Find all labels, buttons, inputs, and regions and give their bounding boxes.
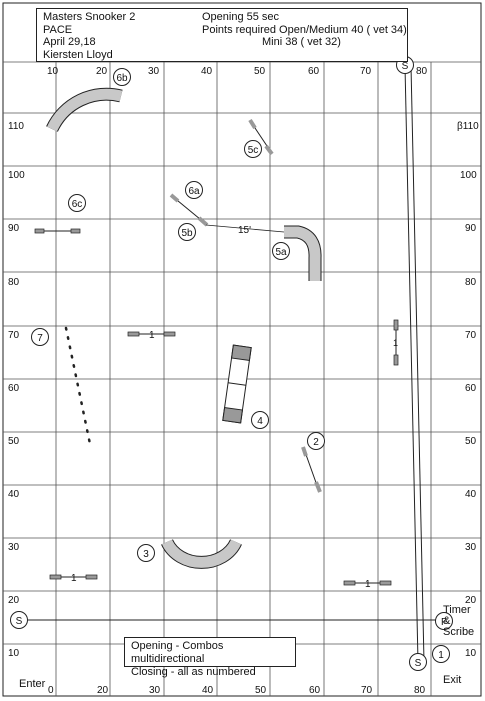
obstacle-numbers: 6b 5c 6a 6c 5b 5a 7 4 2 3 1 S S S F [10, 56, 453, 671]
jump-1-right-vertical: 1 [393, 319, 399, 366]
y-label-left: 70 [8, 330, 20, 341]
table-obstacle-4 [222, 344, 252, 424]
jump-mark: 1 [393, 338, 398, 348]
obstacle-label: 3 [143, 549, 149, 560]
jump-1-bottom-right: 1 [343, 579, 392, 590]
finish-circle [435, 612, 453, 630]
x-label-top: 70 [360, 66, 372, 77]
x-label-bottom: 0 [48, 685, 54, 696]
jump-2 [301, 446, 322, 493]
notes-closing: Closing - all as numbered [131, 666, 256, 678]
obstacle-label: 4 [257, 416, 263, 427]
distance-line [205, 224, 285, 233]
jump-1-bottom-left: 1 [49, 573, 98, 584]
y-label-right: β110 [457, 121, 479, 132]
tunnel-5a-fill [284, 226, 321, 281]
obstacle-label: 5b [181, 228, 193, 239]
y-label-right: 90 [465, 223, 477, 234]
course-title: Masters Snooker 2 [43, 11, 136, 23]
tunnel-6b-fill [47, 88, 123, 132]
x-label-top: 50 [254, 66, 266, 77]
y-label-left: 40 [8, 489, 20, 500]
course-level: PACE [43, 23, 73, 36]
x-label-top: 60 [308, 66, 320, 77]
x-label-bottom: 50 [255, 685, 267, 696]
x-label-top: 40 [201, 66, 213, 77]
x-label-top: 10 [47, 66, 59, 77]
y-label-left: 90 [8, 223, 20, 234]
obstacle-label: 5a [275, 247, 287, 258]
y-label-right: 30 [465, 542, 477, 553]
jump-1-70: 1 [127, 330, 176, 341]
y-label-right: 20 [465, 595, 477, 606]
y-label-left: 110 [8, 121, 24, 132]
y-label-right: 60 [465, 383, 477, 394]
y-label-right: 10 [465, 648, 477, 659]
obstacle-label: 6a [188, 186, 200, 197]
weave-poles-7 [64, 326, 92, 446]
start-line-vertical [404, 65, 419, 663]
y-label-right: 50 [465, 436, 477, 447]
obstacle-label: 7 [37, 333, 43, 344]
y-label-right: 70 [465, 330, 477, 341]
start-circle-bottom [409, 653, 427, 671]
course-judge: Kiersten Lloyd [43, 48, 113, 61]
y-label-left: 10 [8, 648, 20, 659]
jump-left-90 [34, 228, 81, 234]
y-label-left: 50 [8, 436, 20, 447]
jump-mark: 1 [149, 330, 155, 341]
finish-label: F [441, 617, 447, 628]
y-label-left: 60 [8, 383, 20, 394]
tunnel-3-fill [161, 539, 242, 568]
header-left: Masters Snooker 2 PACE April 29,18 Kiers… [43, 11, 135, 61]
exit-label: Exit [443, 674, 462, 686]
opening-time: Opening 55 sec [202, 11, 280, 23]
y-label-left: 30 [8, 542, 20, 553]
start-label: S [402, 61, 409, 72]
jump-mark: 1 [365, 579, 371, 590]
x-label-bottom: 20 [97, 685, 109, 696]
y-label-left: 100 [8, 170, 25, 181]
jump-6a-5b [169, 193, 209, 227]
course-date: April 29,18 [43, 36, 96, 48]
x-label-bottom: 80 [414, 685, 426, 696]
obstacle-label: 2 [313, 437, 319, 448]
enter-label: Enter [19, 678, 46, 690]
jump-mark: 1 [71, 573, 77, 584]
distance-label: 15' [238, 225, 251, 236]
x-label-top: 30 [148, 66, 160, 77]
y-label-right: 100 [460, 170, 477, 181]
y-label-right: 80 [465, 277, 477, 288]
jump-5c [248, 118, 274, 156]
x-label-top: 20 [96, 66, 108, 77]
points-mini: Mini 38 ( vet 32) [262, 36, 341, 48]
y-label-left: 20 [8, 595, 20, 606]
notes-box: Opening - Combos multidirectional Closin… [124, 637, 296, 678]
obstacle-label: 6b [116, 73, 128, 84]
x-label-bottom: 40 [202, 685, 214, 696]
start-label: S [415, 658, 422, 669]
start-circle-left [10, 611, 28, 629]
notes-opening: Opening - Combos multidirectional [131, 640, 224, 665]
points-required: Points required Open/Medium 40 ( vet 34) [202, 23, 407, 36]
x-label-top: 80 [416, 66, 428, 77]
y-label-right: 40 [465, 489, 477, 500]
obstacle-label: 5c [248, 145, 259, 156]
start-line-vertical-2 [410, 65, 425, 663]
x-label-bottom: 60 [309, 685, 321, 696]
obstacle-label: 1 [438, 650, 444, 661]
x-label-bottom: 30 [149, 685, 161, 696]
start-label: S [16, 616, 23, 627]
y-label-left: 80 [8, 277, 20, 288]
obstacle-label: 6c [72, 199, 83, 210]
timer-scribe-label: Timer & Scribe [443, 604, 475, 638]
axis-labels: 10 20 30 40 50 60 70 80 0 20 30 40 50 60… [8, 66, 479, 696]
x-label-bottom: 70 [361, 685, 373, 696]
header-right: Opening 55 sec Points required Open/Medi… [202, 11, 407, 49]
header-box: Masters Snooker 2 PACE April 29,18 Kiers… [36, 8, 408, 62]
